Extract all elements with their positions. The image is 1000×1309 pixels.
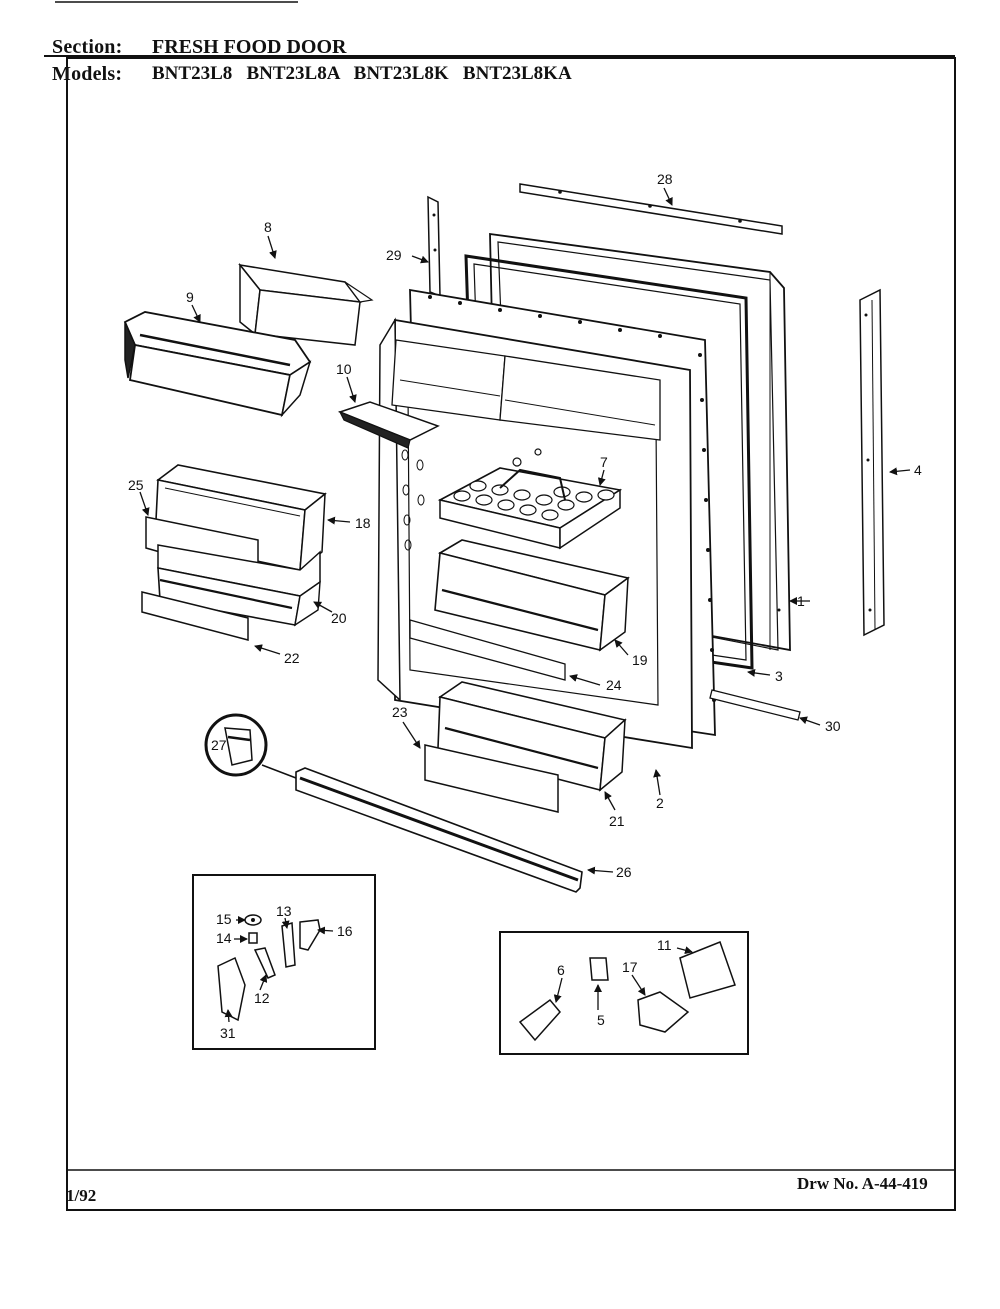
callout-5: 5 — [597, 1012, 605, 1028]
callout-numbers: 1 2 3 4 5 6 7 8 9 10 11 12 13 14 15 16 1… — [128, 171, 922, 1041]
callout-20: 20 — [331, 610, 347, 626]
callout-11: 11 — [657, 937, 672, 953]
callout-25: 25 — [128, 477, 144, 493]
leader-lines — [139, 187, 911, 1023]
part-9-butter-door — [123, 311, 312, 418]
callout-16: 16 — [337, 923, 353, 939]
callout-18: 18 — [355, 515, 371, 531]
callout-17: 17 — [622, 959, 638, 975]
part-30-bottom-strip — [709, 689, 801, 721]
drawing-number: Drw No. A-44-419 — [797, 1174, 928, 1193]
callout-21: 21 — [609, 813, 625, 829]
part-21-door-bin — [437, 681, 627, 792]
callout-22: 22 — [284, 650, 300, 666]
callout-29: 29 — [386, 247, 402, 263]
part-23-bin-front — [424, 744, 559, 813]
section-label: Section: — [52, 36, 123, 58]
part-10-clip — [337, 401, 440, 449]
part-22-bin-trim — [141, 591, 249, 641]
callout-24: 24 — [606, 677, 622, 693]
callout-2: 2 — [656, 795, 664, 811]
part-20-door-bin — [157, 544, 321, 627]
drawing-frame — [66, 57, 956, 1211]
callout-15: 15 — [216, 911, 232, 927]
callout-28: 28 — [657, 171, 673, 187]
part-24-trim — [409, 619, 566, 681]
part-7-egg-tray — [437, 448, 623, 550]
callout-31: 31 — [220, 1025, 236, 1041]
part-27-detail-callout — [204, 713, 297, 779]
part-4-vertical-strip — [859, 288, 885, 637]
models-label: Models: — [52, 63, 123, 85]
part-28-top-trim — [519, 183, 783, 235]
callout-14: 14 — [216, 930, 232, 946]
callout-9: 9 — [186, 289, 194, 305]
callout-1: 1 — [797, 593, 805, 609]
section-title: FRESH FOOD DOOR — [152, 36, 347, 58]
part-26-bottom-channel — [295, 767, 583, 893]
callout-27: 27 — [211, 737, 227, 753]
callout-19: 19 — [632, 652, 648, 668]
hinge-cover-inset — [499, 931, 749, 1055]
callout-26: 26 — [616, 864, 632, 880]
callout-3: 3 — [775, 668, 783, 684]
revision-date: 1/92 — [66, 1186, 97, 1205]
callout-12: 12 — [254, 990, 270, 1006]
callout-7: 7 — [600, 454, 608, 470]
callout-10: 10 — [336, 361, 352, 377]
part-8-dairy-door — [238, 262, 374, 346]
callout-6: 6 — [557, 962, 565, 978]
callout-23: 23 — [392, 704, 408, 720]
callout-30: 30 — [825, 718, 841, 734]
part-19-door-bin — [434, 539, 630, 652]
part-29-side-strip — [427, 195, 441, 298]
models-list: BNT23L8 BNT23L8A BNT23L8K BNT23L8KA — [152, 63, 572, 84]
callout-8: 8 — [264, 219, 272, 235]
hinge-hardware-inset — [192, 874, 376, 1050]
callout-13: 13 — [276, 903, 292, 919]
callout-4: 4 — [914, 462, 922, 478]
